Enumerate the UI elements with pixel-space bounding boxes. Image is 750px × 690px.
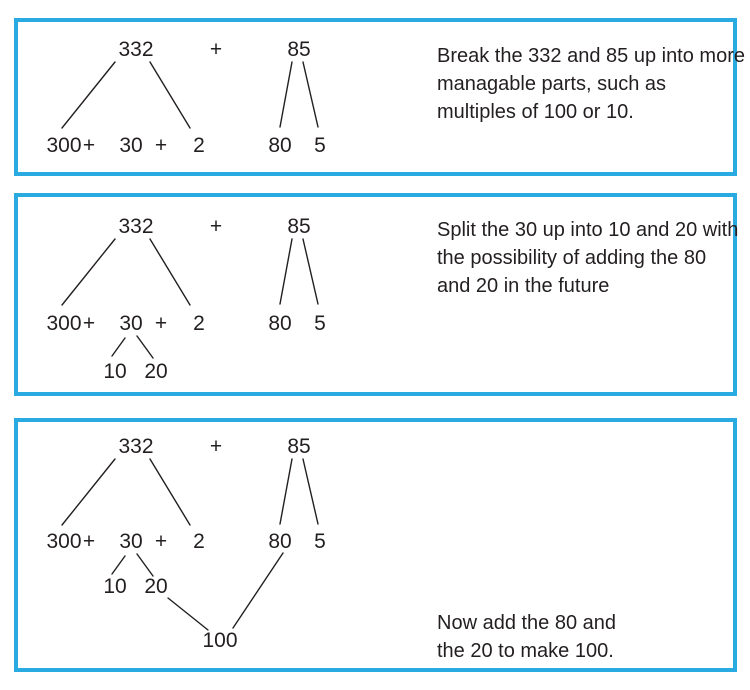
node-2: 2	[193, 312, 205, 335]
node-20: 20	[144, 360, 167, 383]
step-2-caption: Split the 30 up into 10 and 20 with the …	[437, 216, 738, 300]
node-2: 2	[193, 530, 205, 553]
branch-332-left-line	[61, 458, 116, 526]
node-2: 2	[193, 134, 205, 157]
node-5: 5	[314, 134, 326, 157]
branch-332-right-line	[149, 61, 191, 129]
node-300: 300	[46, 530, 81, 553]
plus-sign: +	[155, 134, 167, 157]
branch-30-left-line	[111, 337, 126, 357]
caption-line: Now add the 80 and	[437, 612, 617, 634]
join-20-to-100-line	[167, 597, 209, 631]
branch-85-right-line	[302, 458, 319, 525]
branch-30-left-line	[111, 555, 126, 575]
node-30: 30	[119, 530, 142, 553]
plus-sign: +	[83, 530, 95, 553]
branch-85-right-line	[302, 238, 319, 305]
partition-tree-step-1: 332 + 85 300 + 30 + 2 80 5	[46, 38, 326, 157]
node-10: 10	[103, 360, 126, 383]
branch-30-right-line	[136, 553, 154, 577]
node-85: 85	[287, 38, 310, 61]
node-20: 20	[144, 575, 167, 598]
branch-332-right-line	[149, 458, 191, 526]
branch-85-right-line	[302, 61, 319, 128]
caption-line: multiples of 100 or 10.	[437, 101, 634, 123]
branch-30-right-line	[136, 335, 154, 359]
node-100: 100	[202, 629, 237, 652]
caption-line: the 20 to make 100.	[437, 640, 614, 662]
step-3-caption: Now add the 80 and the 20 to make 100.	[437, 609, 616, 665]
step-1-caption: Break the 332 and 85 up into more managa…	[437, 42, 745, 126]
node-85: 85	[287, 435, 310, 458]
branch-85-left-line	[279, 61, 293, 128]
partition-tree-step-3: 332 + 85 300 + 30 + 2 80 5 10 20 100	[46, 435, 326, 652]
node-332: 332	[118, 435, 153, 458]
node-300: 300	[46, 312, 81, 335]
node-80: 80	[268, 312, 291, 335]
branch-85-left-line	[279, 238, 293, 305]
branch-332-right-line	[149, 238, 191, 306]
plus-sign: +	[83, 134, 95, 157]
node-80: 80	[268, 530, 291, 553]
plus-operator: +	[210, 38, 222, 61]
node-332: 332	[118, 38, 153, 61]
node-80: 80	[268, 134, 291, 157]
plus-sign: +	[155, 530, 167, 553]
plus-operator: +	[210, 215, 222, 238]
node-300: 300	[46, 134, 81, 157]
step-panel-1: 332 + 85 300 + 30 + 2 80 5 Break the 332…	[14, 18, 745, 176]
partition-tree-step-2: 332 + 85 300 + 30 + 2 80 5 10 20	[46, 215, 326, 383]
caption-line: the possibility of adding the 80	[437, 247, 707, 269]
plus-operator: +	[210, 435, 222, 458]
node-85: 85	[287, 215, 310, 238]
node-30: 30	[119, 134, 142, 157]
node-5: 5	[314, 530, 326, 553]
node-5: 5	[314, 312, 326, 335]
plus-sign: +	[83, 312, 95, 335]
caption-line: managable parts, such as	[437, 73, 667, 95]
caption-line: Break the 332 and 85 up into more	[437, 45, 745, 67]
caption-line: Split the 30 up into 10 and 20 with	[437, 219, 739, 241]
join-80-to-100-line	[232, 552, 284, 629]
branch-85-left-line	[279, 458, 293, 525]
node-10: 10	[103, 575, 126, 598]
caption-line: and 20 in the future	[437, 275, 610, 297]
branch-332-left-line	[61, 238, 116, 306]
node-332: 332	[118, 215, 153, 238]
branch-332-left-line	[61, 61, 116, 129]
step-panel-3: 332 + 85 300 + 30 + 2 80 5 10 20 100 Now…	[14, 418, 737, 672]
plus-sign: +	[155, 312, 167, 335]
step-panel-2: 332 + 85 300 + 30 + 2 80 5 10 20 Split t…	[14, 193, 738, 396]
node-30: 30	[119, 312, 142, 335]
